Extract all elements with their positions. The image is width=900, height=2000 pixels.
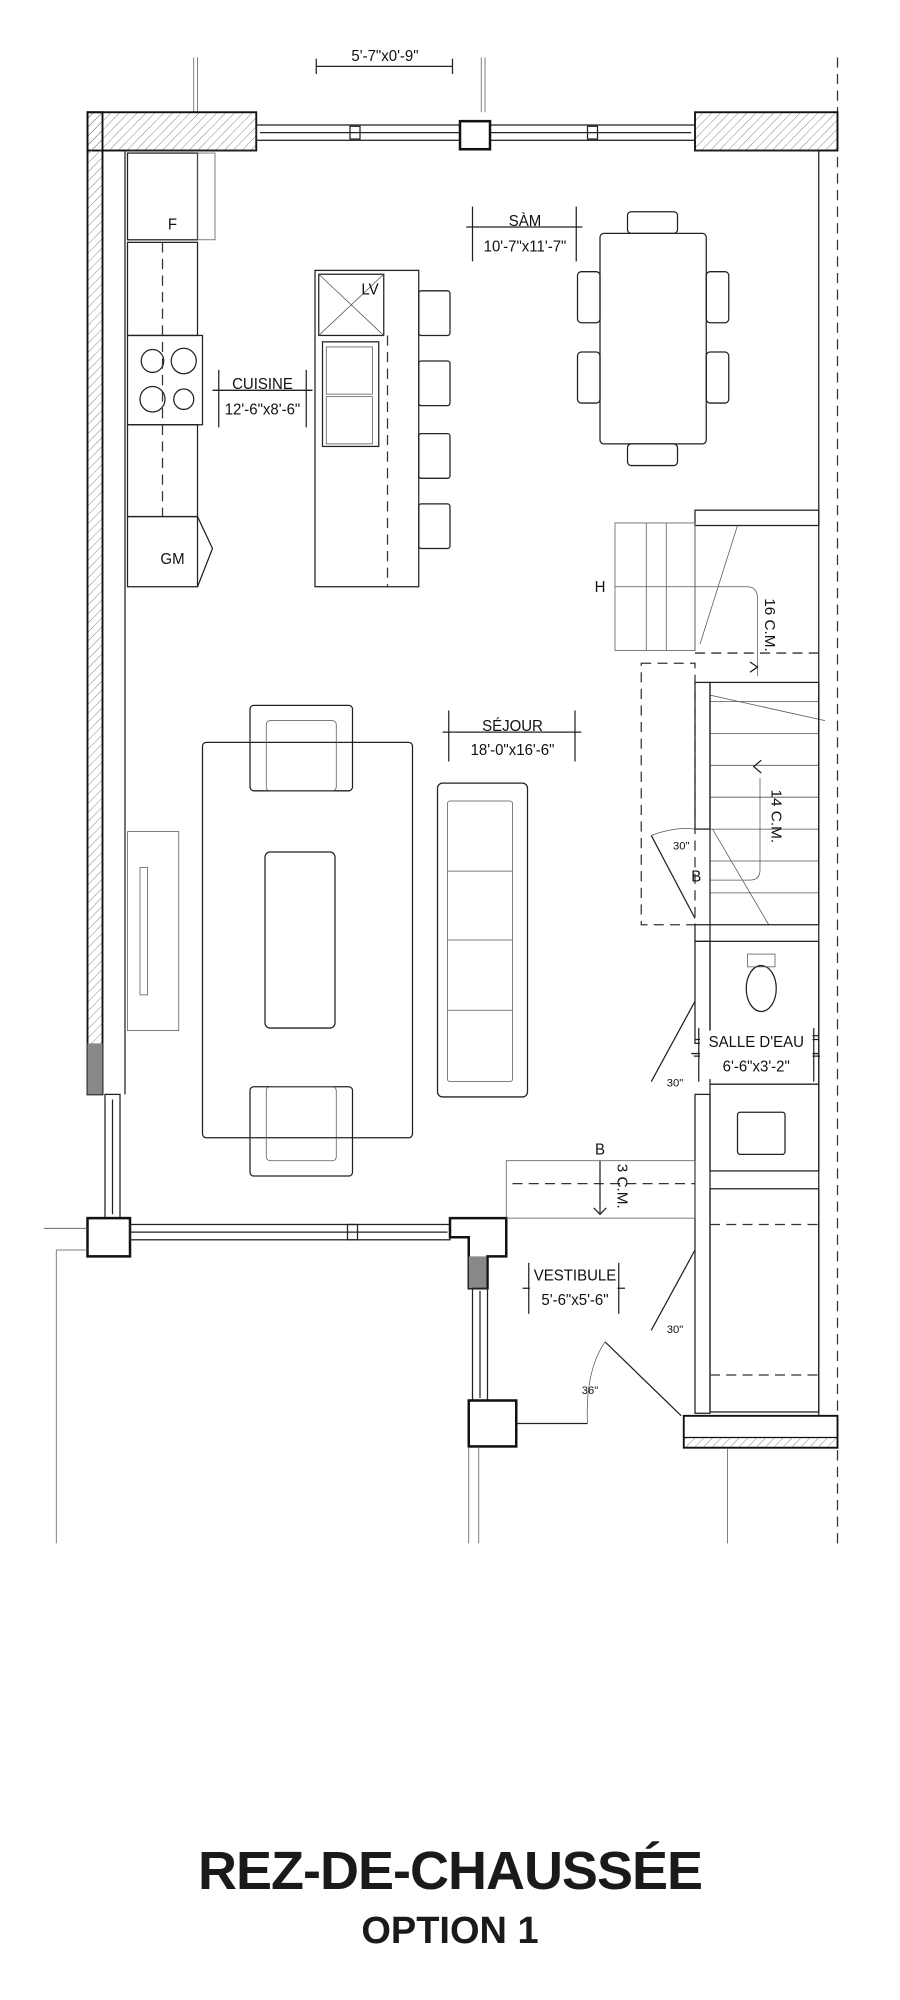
door-swing-2: 30" — [667, 1078, 684, 1090]
staircase: H 16 C.M. 14 C.M. 30" B — [595, 509, 826, 942]
room-label-sejour: SÉJOUR 18'-0"x16'-6" — [442, 710, 582, 762]
closet: 30" — [650, 1188, 820, 1413]
svg-text:5'-6"x5'-6": 5'-6"x5'-6" — [541, 1292, 608, 1309]
door-swing-3: 30" — [667, 1324, 684, 1336]
stairs-down-label: B — [691, 868, 701, 885]
svg-text:SÀM: SÀM — [509, 213, 541, 230]
svg-text:SÉJOUR: SÉJOUR — [482, 718, 543, 735]
room-label-vestibule: VESTIBULE 5'-6"x5'-6" — [522, 1262, 625, 1314]
door-swing-1: 30" — [673, 840, 690, 852]
bathroom: 30" SALLE D'EAU 6'-6"x3'-2" — [650, 940, 820, 1414]
svg-text:SALLE D'EAU: SALLE D'EAU — [709, 1034, 804, 1051]
fridge-label: F — [168, 216, 177, 233]
stairs-down-label-2: B — [595, 1141, 605, 1158]
pantry-label: GM — [160, 551, 184, 568]
living-furniture — [127, 704, 529, 1177]
room-label-sam: SÀM 10'-7"x11'-7" — [466, 206, 583, 262]
svg-text:10'-7"x11'-7": 10'-7"x11'-7" — [484, 238, 567, 255]
floor-title: REZ-DE-CHAUSSÉE — [197, 1841, 703, 1901]
stairs-up-label: H — [595, 579, 606, 596]
stairs-flight-1: 16 C.M. — [761, 598, 778, 652]
svg-text:CUISINE: CUISINE — [232, 376, 293, 393]
entry-steps: B 3 C.M. — [505, 1141, 696, 1219]
stairs-flight-2: 14 C.M. — [767, 790, 784, 844]
svg-text:12'-6"x8'-6": 12'-6"x8'-6" — [225, 401, 301, 418]
svg-text:18'-0"x16'-6": 18'-0"x16'-6" — [471, 742, 555, 759]
balcony: 5'-7"x0'-9" — [193, 48, 486, 113]
dining-table — [576, 211, 730, 467]
floor-subtitle: OPTION 1 — [361, 1910, 539, 1952]
room-label-cuisine: CUISINE 12'-6"x8'-6" — [212, 369, 313, 428]
entry-door: 36" — [582, 1341, 682, 1424]
door-swing-entry: 36" — [582, 1385, 599, 1397]
balcony-dimension: 5'-7"x0'-9" — [351, 48, 418, 65]
stairs-flight-3: 3 C.M. — [614, 1164, 631, 1209]
svg-text:VESTIBULE: VESTIBULE — [534, 1267, 616, 1284]
dishwasher-label: LV — [361, 282, 379, 299]
exterior-walls — [43, 111, 839, 1544]
room-label-salle-deau: SALLE D'EAU 6'-6"x3'-2" — [691, 1028, 819, 1082]
svg-text:6'-6"x3'-2": 6'-6"x3'-2" — [723, 1058, 790, 1075]
kitchen-counter: F GM — [126, 152, 216, 588]
kitchen-island: LV — [314, 269, 451, 588]
